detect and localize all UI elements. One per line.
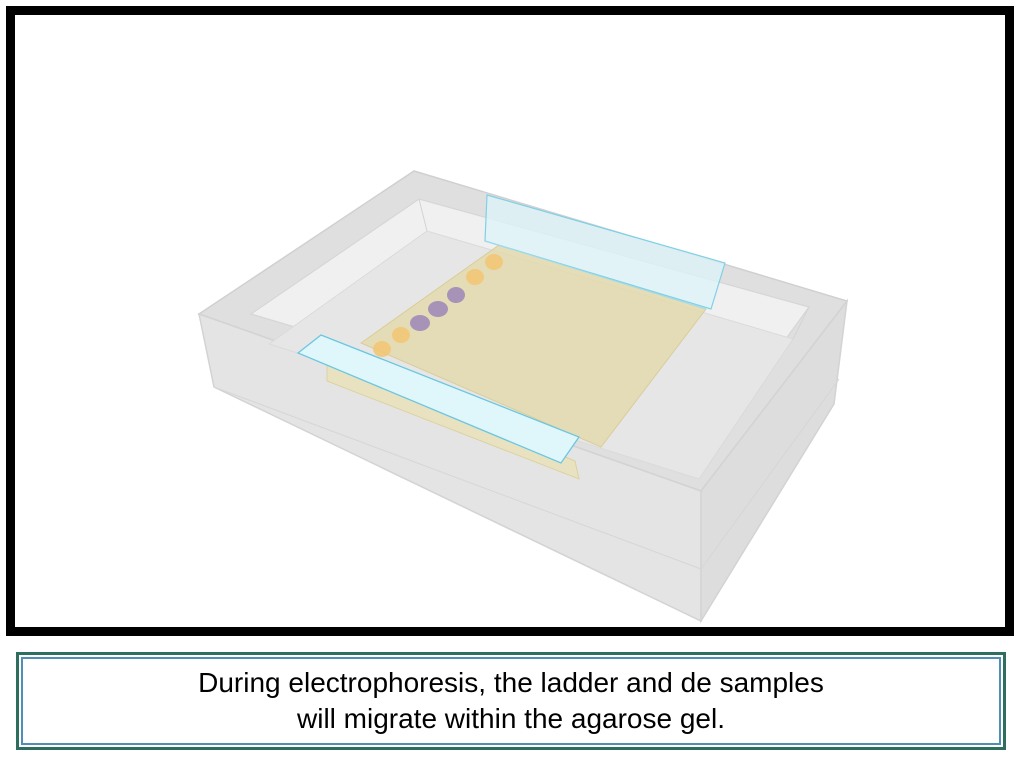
ladder-well [373, 341, 391, 357]
ladder-well [485, 254, 503, 270]
figure-frame [6, 6, 1014, 636]
tank-right-face [700, 298, 849, 624]
caption-line-2: will migrate within the agarose gel. [297, 703, 725, 734]
electrophoresis-illustration [197, 170, 849, 624]
caption-line-1: During electrophoresis, the ladder and d… [198, 667, 824, 698]
gel-tray-end-walls [296, 194, 726, 464]
ladder-well [392, 327, 410, 343]
caption-inner-border: During electrophoresis, the ladder and d… [21, 657, 1001, 745]
sample-well [410, 315, 430, 331]
front-end-wall [296, 334, 581, 464]
caption-box: During electrophoresis, the ladder and d… [16, 652, 1006, 750]
loaded-wells [373, 254, 503, 357]
back-end-wall [484, 194, 726, 310]
sample-well [447, 287, 465, 303]
ladder-well [466, 269, 484, 285]
sample-well [428, 301, 448, 317]
